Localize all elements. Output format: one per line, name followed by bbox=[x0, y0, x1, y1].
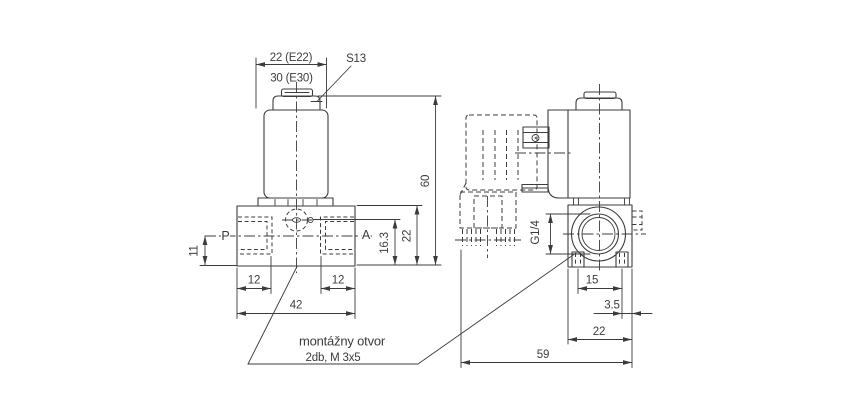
dim-hole-height-163: 16.3 bbox=[312, 219, 401, 266]
valve-body-side bbox=[567, 204, 633, 268]
side-view bbox=[455, 84, 646, 273]
dim-body-depth-22: 22 bbox=[567, 268, 633, 368]
coil-side bbox=[567, 109, 631, 199]
din-connector-phantom bbox=[455, 114, 538, 258]
hex-size-label: S13 bbox=[346, 53, 366, 65]
front-dimensions: 22 (E22) 30 (E30) S13 60 22 bbox=[189, 52, 442, 319]
front-view bbox=[205, 82, 374, 273]
dim-total-depth-59: 59 bbox=[460, 249, 633, 368]
dim-total-height-60: 60 bbox=[317, 95, 442, 266]
note-leader-left bbox=[247, 266, 298, 365]
dim-body-width-label: 42 bbox=[290, 300, 302, 312]
note-line2: 2db, M 3x5 bbox=[306, 352, 361, 364]
terminal-spade bbox=[522, 126, 550, 149]
mounting-hole-circle bbox=[282, 208, 314, 232]
dim-edge-offset-35: 3.5 bbox=[593, 300, 653, 316]
port-g14-circle bbox=[563, 206, 646, 262]
valve-body-front bbox=[236, 205, 356, 267]
mounting-hole-right bbox=[615, 251, 629, 268]
dim-coil-width-e30: 30 (E30) bbox=[270, 73, 313, 85]
dim-coil-width: 22 (E22) 30 (E30) bbox=[255, 52, 327, 109]
dim-port-offset-left-label: 12 bbox=[248, 275, 260, 287]
dim-body-width-42: 42 bbox=[236, 300, 356, 316]
dim-thread-label: G1/4 bbox=[530, 220, 542, 245]
dim-thread-g14: G1/4 bbox=[530, 213, 591, 255]
side-dimensions: G1/4 15 3.5 22 bbox=[460, 213, 653, 368]
dim-port-axis-label: 11 bbox=[189, 245, 201, 257]
dim-port-offset-right-label: 12 bbox=[332, 275, 344, 287]
dim-body-height-label: 22 bbox=[402, 230, 414, 242]
dim-hole-spacing-label: 15 bbox=[586, 275, 598, 287]
dim-port-offsets: 12 12 bbox=[236, 256, 356, 319]
port-p-thread bbox=[238, 216, 273, 255]
body-top-ticks bbox=[573, 198, 630, 206]
dim-edge-offset-label: 3.5 bbox=[604, 300, 619, 312]
hex-nut-side bbox=[575, 91, 623, 111]
dim-port-axis-11: 11 bbox=[189, 235, 238, 266]
dim-total-height-label: 60 bbox=[420, 175, 432, 187]
dim-coil-width-e22: 22 (E22) bbox=[270, 52, 313, 64]
mounting-note: montážny otvor 2db, M 3x5 bbox=[247, 252, 577, 365]
terminal-lower-tab bbox=[521, 183, 549, 193]
port-a-thread bbox=[320, 216, 354, 255]
note-leader-right bbox=[417, 252, 577, 365]
mounting-hole-left bbox=[571, 251, 585, 268]
dim-hole-height-label: 16.3 bbox=[379, 232, 391, 254]
dim-hole-spacing-15: 15 bbox=[577, 268, 623, 319]
note-line1: montážny otvor bbox=[299, 334, 386, 349]
port-p-label: P bbox=[221, 229, 229, 243]
port-a-label: A bbox=[362, 228, 371, 242]
dim-body-depth-label: 22 bbox=[593, 326, 605, 338]
dim-total-depth-label: 59 bbox=[537, 349, 549, 361]
side-port-stub bbox=[632, 210, 643, 231]
hex-nut-front bbox=[272, 88, 321, 111]
dim-body-height-22: 22 bbox=[356, 205, 423, 266]
